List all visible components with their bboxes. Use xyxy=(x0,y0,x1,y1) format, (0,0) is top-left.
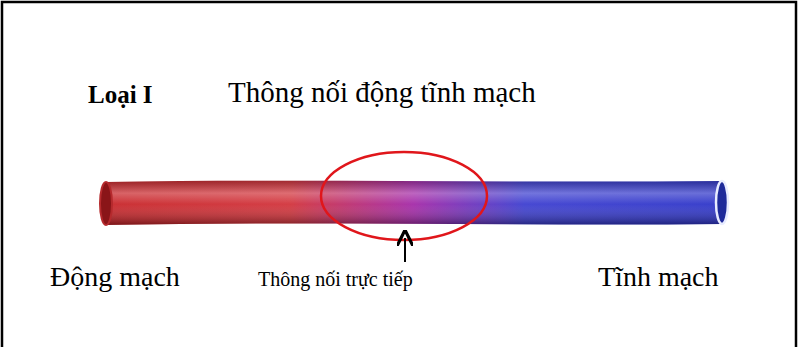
pointer-arrow xyxy=(404,238,406,262)
vein-opening xyxy=(716,181,728,224)
anastomosis-highlight xyxy=(321,152,487,240)
artery-opening xyxy=(100,182,112,225)
type-label: Loại I xyxy=(88,81,153,110)
vessel-shading xyxy=(106,181,722,225)
vessel-body xyxy=(106,181,722,225)
part-label: Tĩnh mạch xyxy=(598,261,719,293)
part-label: Động mạch xyxy=(50,261,180,293)
diagram-title: Thông nối động tĩnh mạch xyxy=(228,76,536,109)
callout-label: Thông nối trực tiếp xyxy=(258,268,413,291)
